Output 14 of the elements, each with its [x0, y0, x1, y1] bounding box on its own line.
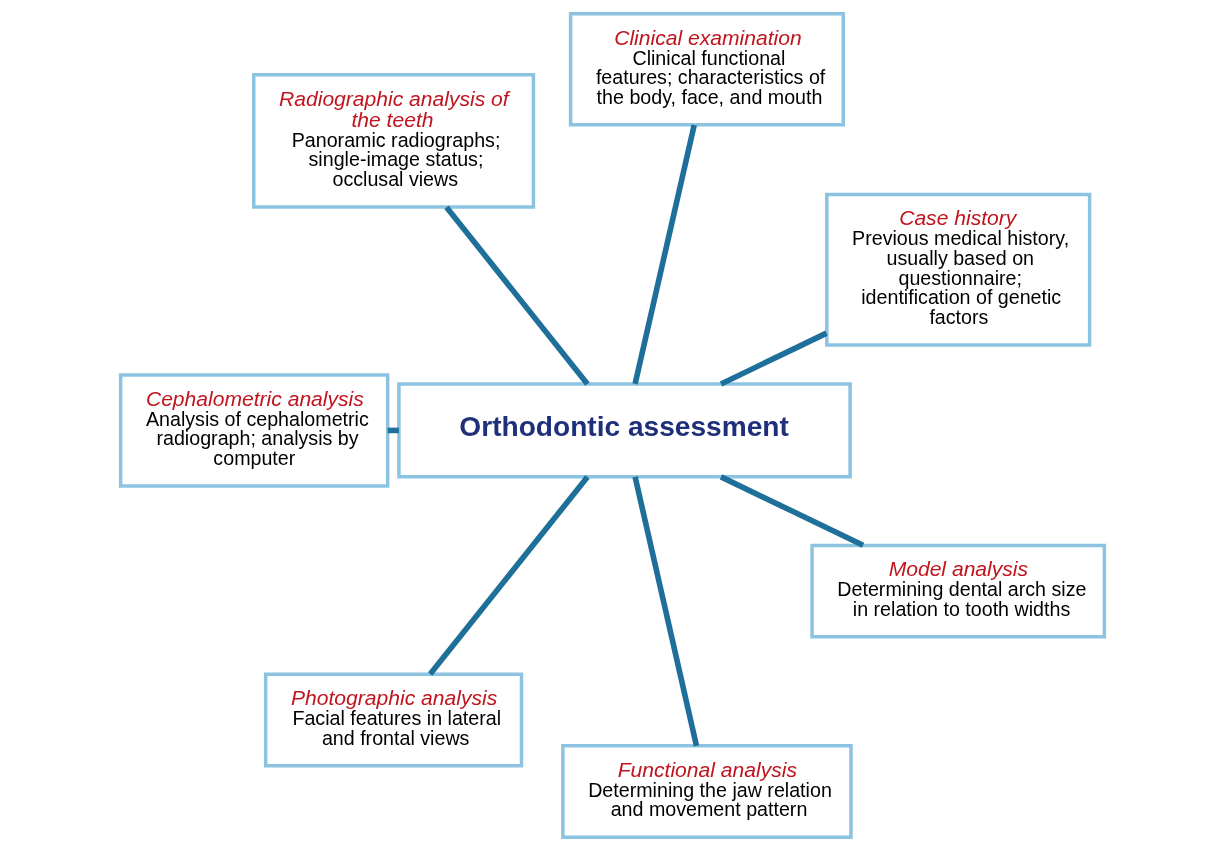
connector — [719, 330, 828, 387]
node-box: Functional analysis Determining the jaw relation and movement pattern — [561, 744, 853, 839]
connector — [428, 475, 590, 676]
node-box: Photographic analysis Facial features in lateral and frontal views — [263, 672, 524, 768]
node-box: Case history Previous medical history, usually based on questionnaire; identification of genetic factors — [825, 192, 1092, 347]
connector — [719, 474, 865, 548]
node-box: Clinical examination Clinical functional features; characteristics of the body, face, and mouth — [568, 12, 845, 127]
node-box: Cephalometric analysis Analysis of cephalometric radiograph; analysis by computer — [118, 373, 390, 488]
node-box: Orthodontic assessment — [397, 382, 852, 479]
connector — [632, 124, 697, 385]
connector — [444, 205, 590, 386]
connector — [632, 476, 700, 747]
node-box: Radiographic analysis of the teeth Panoramic radiographs; single-image status; occlusal views — [252, 73, 536, 209]
node-box: Model analysis Determining dental arch size in relation to tooth widths — [810, 543, 1107, 639]
